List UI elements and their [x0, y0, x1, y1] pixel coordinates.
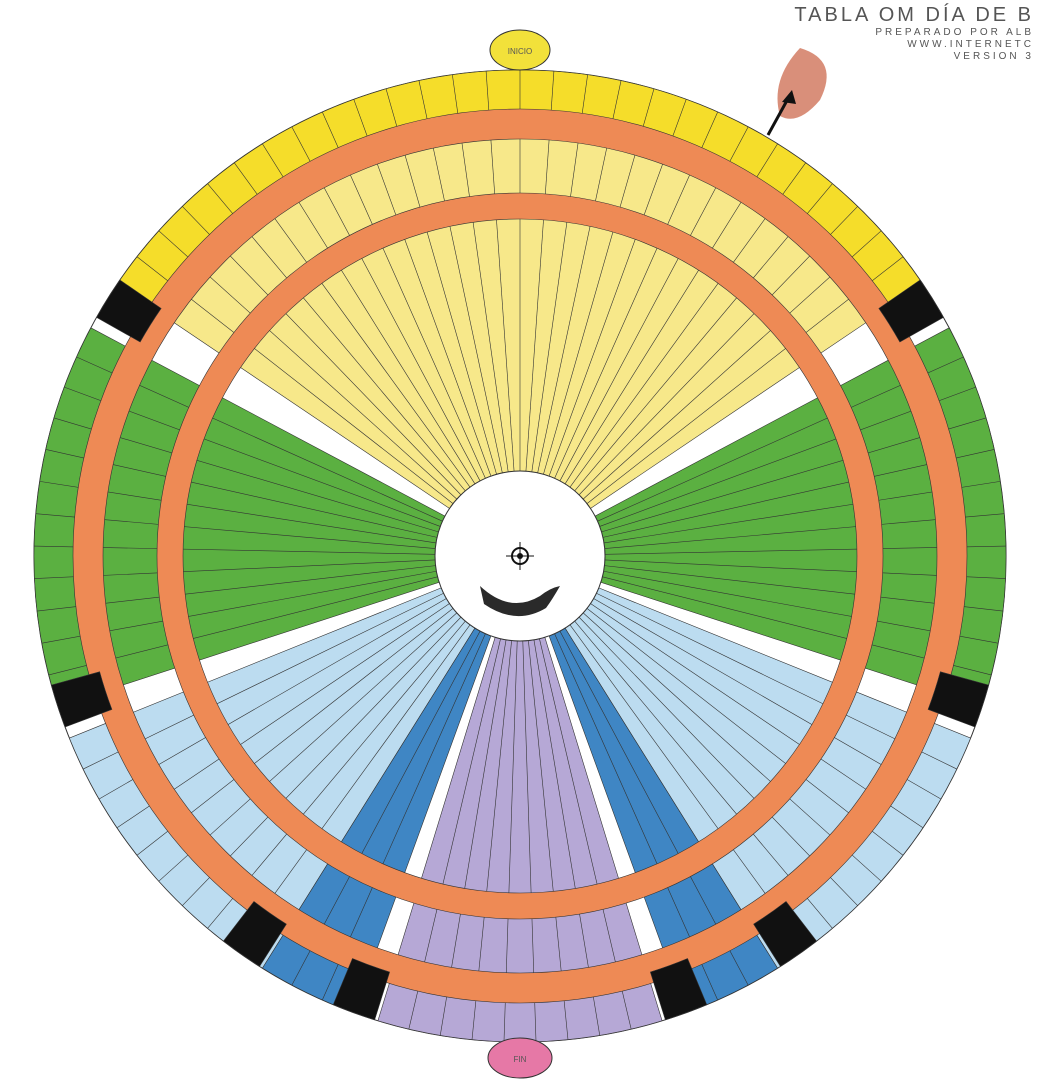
bottom-oval-text: FIN	[514, 1055, 527, 1064]
center-emblem	[435, 471, 605, 641]
subtitle-line-3: VERSION 3	[794, 51, 1034, 63]
title-block: TABLA OM DÍA DE B PREPARADO POR ALB WWW.…	[794, 4, 1034, 63]
subtitle-line-1: PREPARADO POR ALB	[794, 27, 1034, 39]
chart-title: TABLA OM DÍA DE B	[794, 4, 1034, 27]
top-oval-text: INICIO	[508, 47, 532, 56]
subtitle-line-2: WWW.INTERNETC	[794, 39, 1034, 51]
